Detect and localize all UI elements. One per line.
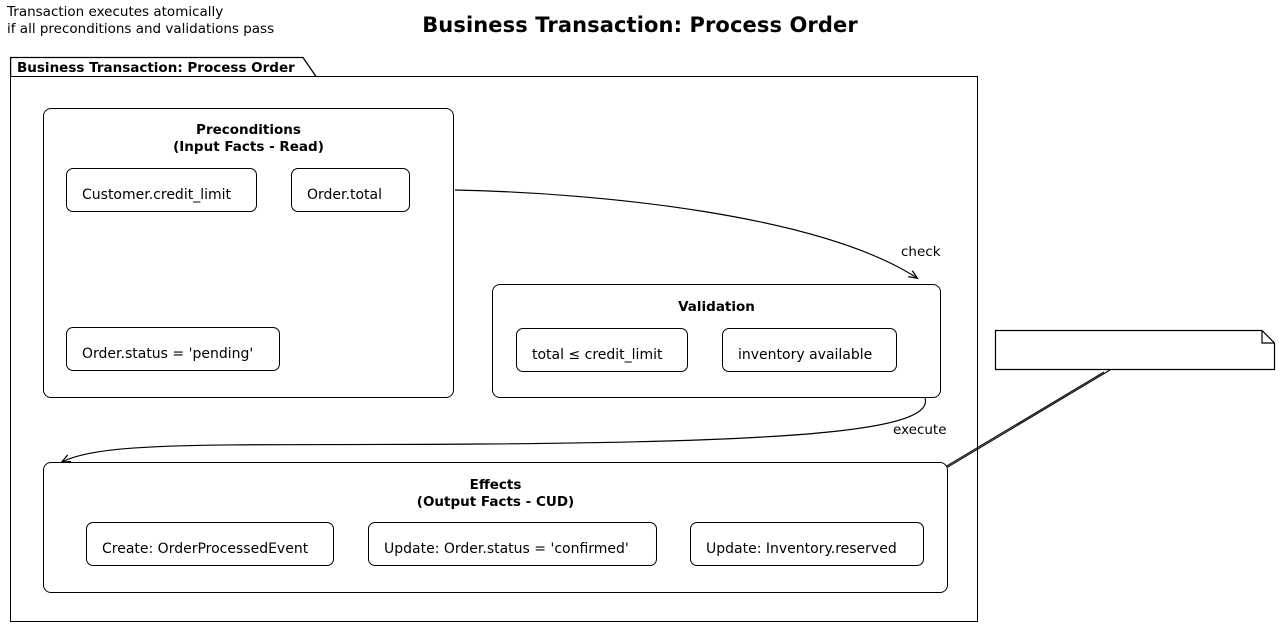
component-create-order-processed-event[interactable]: Create: OrderProcessedEvent	[86, 522, 334, 566]
component-update-order-status-confirmed[interactable]: Update: Order.status = 'confirmed'	[368, 522, 657, 566]
component-label: Order.total	[307, 187, 382, 203]
note-text: Transaction executes atomically if all p…	[7, 4, 275, 37]
group-validation-title: Validation	[678, 299, 755, 315]
component-label: Create: OrderProcessedEvent	[102, 541, 309, 557]
page-title: Business Transaction: Process Order	[422, 13, 858, 37]
component-total-le-credit-limit[interactable]: total ≤ credit_limit	[516, 328, 688, 372]
package-tab-outline	[9, 56, 317, 77]
note-outline	[994, 329, 1276, 371]
component-order-status-pending[interactable]: Order.status = 'pending'	[66, 327, 280, 371]
edge-label-check: check	[901, 244, 941, 260]
edge-label-execute: execute	[893, 422, 947, 438]
component-label: Order.status = 'pending'	[82, 346, 254, 362]
component-label: inventory available	[738, 347, 873, 363]
component-label: Customer.credit_limit	[82, 187, 231, 203]
package-tab: Business Transaction: Process Order	[10, 57, 295, 78]
note-fold-icon	[1261, 330, 1275, 344]
component-label: Update: Order.status = 'confirmed'	[384, 541, 629, 557]
package-tab-label: Business Transaction: Process Order	[17, 60, 295, 76]
component-label: Update: Inventory.reserved	[706, 541, 897, 557]
component-update-inventory-reserved[interactable]: Update: Inventory.reserved	[690, 522, 924, 566]
package-frame	[10, 76, 978, 622]
group-preconditions-title: Preconditions (Input Facts - Read)	[173, 122, 324, 155]
component-customer-credit-limit[interactable]: Customer.credit_limit	[66, 168, 257, 212]
group-effects-title: Effects (Output Facts - CUD)	[416, 477, 575, 510]
component-inventory-available[interactable]: inventory available	[722, 328, 897, 372]
component-label: total ≤ credit_limit	[532, 347, 663, 363]
component-order-total[interactable]: Order.total	[291, 168, 410, 212]
check-connector	[454, 189, 917, 278]
execute-connector	[62, 397, 927, 462]
